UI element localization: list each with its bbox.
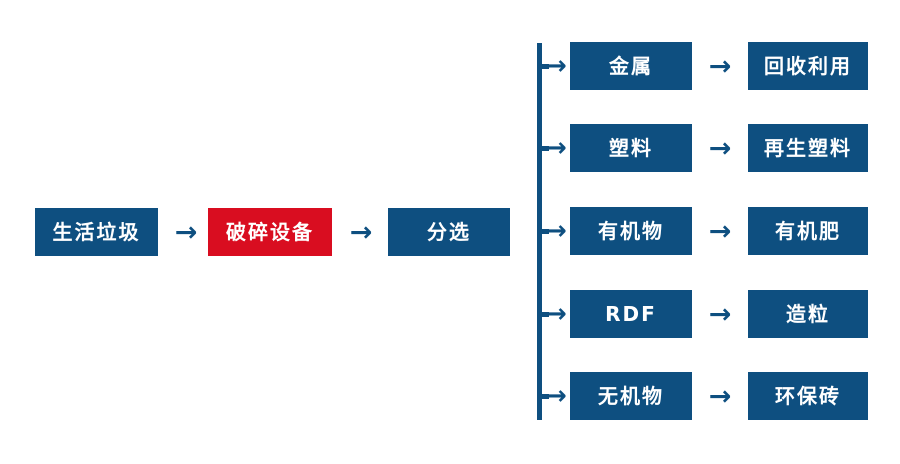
node-product-regenerated-plastic[interactable]: 再生塑料: [748, 124, 868, 172]
arrow-right-icon-waste-to-crusher: →: [174, 216, 198, 248]
arrow-right-icon-branch-2: →: [545, 133, 567, 163]
node-material-plastic[interactable]: 塑料: [570, 124, 692, 172]
arrow-right-icon-branch-4: →: [545, 299, 567, 329]
arrow-right-icon-branch-1: →: [545, 51, 567, 81]
arrow-right-icon-branch-5: →: [545, 381, 567, 411]
branch-stub-bar-2: [537, 145, 549, 151]
arrow-right-icon-branch-3: →: [545, 216, 567, 246]
arrow-right-icon-inorganic-to-ecobrick: →: [708, 380, 732, 412]
arrow-right-icon-metal-to-recycle: →: [708, 50, 732, 82]
node-material-inorganic[interactable]: 无机物: [570, 372, 692, 420]
node-product-pelletizing[interactable]: 造粒: [748, 290, 868, 338]
node-product-recycling[interactable]: 回收利用: [748, 42, 868, 90]
branch-stub-arrow-2: →: [537, 124, 571, 172]
node-product-eco-brick[interactable]: 环保砖: [748, 372, 868, 420]
node-household-waste[interactable]: 生活垃圾: [35, 208, 158, 256]
branch-stub-bar-3: [537, 228, 549, 234]
branch-stub-arrow-4: →: [537, 290, 571, 338]
branch-stub-arrow-3: →: [537, 207, 571, 255]
branch-stub-bar-1: [537, 63, 549, 69]
arrow-right-icon-organic-to-fertilizer: →: [708, 215, 732, 247]
node-product-organic-fertilizer[interactable]: 有机肥: [748, 207, 868, 255]
arrow-right-icon-crusher-to-sorting: →: [349, 216, 373, 248]
node-material-rdf[interactable]: RDF: [570, 290, 692, 338]
node-material-organic[interactable]: 有机物: [570, 207, 692, 255]
branch-stub-bar-5: [537, 393, 549, 399]
branch-stub-arrow-5: →: [537, 372, 571, 420]
branch-stub-bar-4: [537, 311, 549, 317]
arrow-right-icon-plastic-to-regenerated: →: [708, 132, 732, 164]
branch-stub-arrow-1: →: [537, 42, 571, 90]
arrow-right-icon-rdf-to-pelletizing: →: [708, 298, 732, 330]
node-material-metal[interactable]: 金属: [570, 42, 692, 90]
node-crushing-equipment[interactable]: 破碎设备: [208, 208, 332, 256]
node-sorting[interactable]: 分选: [388, 208, 510, 256]
